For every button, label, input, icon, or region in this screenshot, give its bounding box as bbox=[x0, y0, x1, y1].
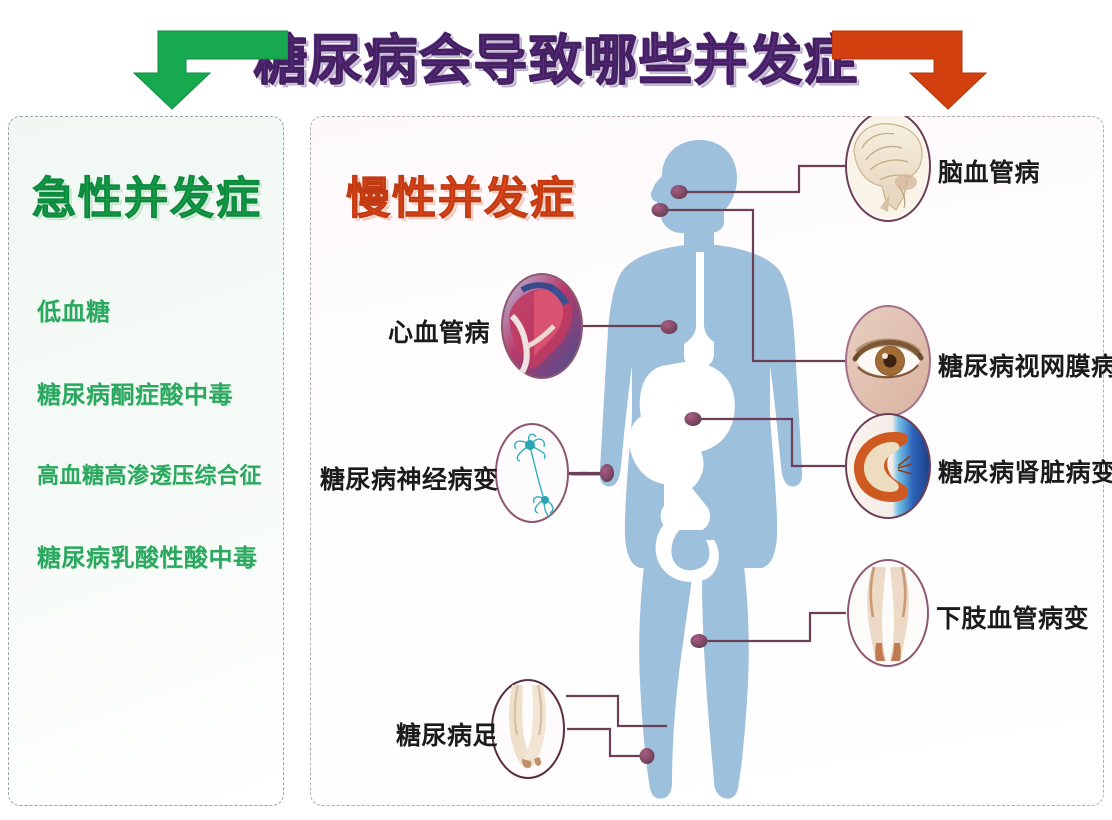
connector-dots bbox=[600, 185, 708, 764]
label-lower-limb-vascular-disease: 下肢血管病变 bbox=[936, 604, 1090, 633]
page-title: 糖尿病会导致哪些并发症 bbox=[253, 28, 859, 92]
label-diabetic-neuropathy: 糖尿病神经病变 bbox=[320, 465, 499, 494]
heart-icon bbox=[501, 273, 583, 379]
lower-limbs-icon bbox=[847, 559, 929, 667]
list-item: 低血糖 bbox=[37, 298, 111, 326]
brain-icon bbox=[845, 116, 931, 222]
chronic-panel-heading: 慢性并发症 bbox=[346, 173, 576, 225]
arrow-elbow-down-right-icon bbox=[831, 25, 992, 110]
body-and-connectors-svg bbox=[491, 116, 931, 799]
label-diabetic-retinopathy: 糖尿病视网膜病变 bbox=[938, 352, 1112, 381]
connector-line-nerve bbox=[572, 471, 607, 476]
acute-panel-heading: 急性并发症 bbox=[32, 173, 262, 225]
chronic-diagram: 慢性并发症 bbox=[310, 116, 1112, 806]
feet-icon bbox=[491, 679, 565, 779]
label-cerebrovascular-disease: 脑血管病 bbox=[938, 158, 1041, 187]
kidney-icon bbox=[845, 413, 931, 519]
label-cardiovascular-disease: 心血管病 bbox=[387, 318, 490, 347]
connector-lines bbox=[660, 164, 846, 643]
nerve-cell-icon bbox=[495, 423, 569, 523]
arrow-elbow-down-left-icon bbox=[128, 25, 289, 110]
eye-icon bbox=[845, 305, 931, 417]
label-diabetic-nephropathy: 糖尿病肾脏病变 bbox=[938, 458, 1112, 487]
connector-line-foot bbox=[567, 727, 647, 758]
list-item: 高血糖高渗透压综合征 bbox=[37, 464, 263, 489]
acute-complications-panel: 急性并发症 低血糖 糖尿病酮症酸中毒 高血糖高渗透压综合征 糖尿病乳酸性酸中毒 bbox=[8, 116, 284, 806]
label-diabetic-foot: 糖尿病足 bbox=[396, 721, 499, 750]
human-body-silhouette-icon bbox=[600, 140, 802, 799]
list-item: 糖尿病酮症酸中毒 bbox=[37, 381, 233, 409]
acute-complications-list: 低血糖 糖尿病酮症酸中毒 高血糖高渗透压综合征 糖尿病乳酸性酸中毒 bbox=[9, 292, 285, 621]
list-item: 糖尿病乳酸性酸中毒 bbox=[37, 544, 258, 572]
